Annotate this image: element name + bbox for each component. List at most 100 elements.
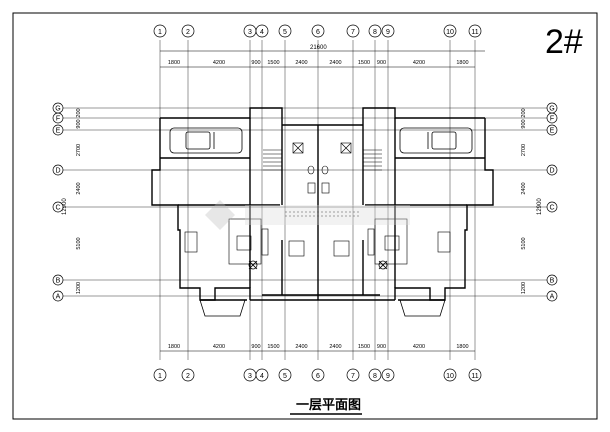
side-dimension: 5100 — [76, 237, 82, 249]
axis-bubble-col: 10 — [443, 368, 457, 382]
axis-bubble-row: A — [52, 290, 64, 302]
axis-label: 1 — [158, 29, 162, 36]
dimension-labels: 1800 4200 900 1500 2400 2400 1500 900 4200 1800 18… — [76, 60, 527, 352]
top-dimension: 4200 — [413, 60, 425, 66]
sheet-border — [12, 12, 598, 420]
sofa-icon — [184, 218, 451, 265]
axis-label: 11 — [471, 29, 478, 36]
axis-bubble-col: 3 — [243, 24, 257, 38]
vertical-overall-dim-right: 12900 — [537, 198, 543, 215]
top-dimension: 1500 — [267, 60, 279, 66]
axis-bubble-col: 10 — [443, 24, 457, 38]
axis-bubble-col: 3 — [243, 368, 257, 382]
axis-label: D — [55, 168, 60, 175]
side-dimension: 900 — [521, 119, 527, 128]
axis-label: F — [550, 116, 554, 123]
axis-bubble-row: C — [546, 201, 558, 213]
side-dimension: 5100 — [521, 237, 527, 249]
side-dimension: 2400 — [521, 182, 527, 194]
side-dimension: 2700 — [76, 144, 82, 156]
axis-bubble-col: 7 — [346, 368, 360, 382]
side-dimension: 200 — [76, 108, 82, 117]
vertical-overall-dim-left: 12900 — [62, 198, 68, 215]
axis-label: 8 — [373, 29, 377, 36]
axis-bubble-row: D — [52, 164, 64, 176]
axis-label: B — [56, 278, 61, 285]
axis-label: A — [550, 294, 555, 301]
axis-label: 9 — [386, 373, 390, 380]
side-dimension: 1200 — [76, 282, 82, 294]
axis-label: D — [549, 168, 554, 175]
top-dimension: 2400 — [295, 60, 307, 66]
axis-label: 6 — [316, 373, 320, 380]
top-dimension: 900 — [377, 60, 386, 66]
axis-bubble-col: 5 — [278, 368, 292, 382]
axis-bubble-col: 4 — [255, 24, 269, 38]
axis-label: 9 — [386, 29, 390, 36]
axis-bubble-col: 8 — [368, 368, 382, 382]
bottom-dimension: 1800 — [168, 344, 180, 350]
top-dimension: 1500 — [358, 60, 370, 66]
axis-bubble-col: 9 — [381, 368, 395, 382]
building-outline — [151, 107, 494, 301]
bottom-dimension: 2400 — [329, 344, 341, 350]
axis-bubble-row: A — [546, 290, 558, 302]
axis-bubble-col: 11 — [468, 368, 482, 382]
car-icon — [399, 127, 473, 154]
axis-label: 5 — [283, 29, 287, 36]
bottom-dimension: 1500 — [267, 344, 279, 350]
axis-label: 10 — [446, 373, 454, 380]
axis-bubble-row: G — [52, 102, 64, 114]
axis-label: E — [550, 128, 555, 135]
axis-label: 7 — [351, 29, 355, 36]
top-dimension: 1800 — [456, 60, 468, 66]
axis-label: E — [56, 128, 61, 135]
sheet-number: 2# — [545, 23, 583, 61]
axis-bubble-row: B — [546, 274, 558, 286]
side-dimension: 2700 — [521, 144, 527, 156]
axis-label: 2 — [186, 373, 190, 380]
axis-label: C — [55, 205, 60, 212]
axis-bubble-col: 6 — [311, 368, 325, 382]
plant-icon — [248, 260, 388, 270]
axis-label: A — [56, 294, 61, 301]
axis-bubble-col: 2 — [181, 368, 195, 382]
top-dimension: 1800 — [168, 60, 180, 66]
axis-bubble-row: E — [52, 124, 64, 136]
axis-bubble-col: 9 — [381, 24, 395, 38]
axis-label: 5 — [283, 373, 287, 380]
axis-bubble-row: F — [52, 112, 64, 124]
top-dimension: 2400 — [329, 60, 341, 66]
axis-label: C — [549, 205, 554, 212]
axis-label: G — [549, 106, 554, 113]
bay-window — [199, 299, 446, 317]
axis-bubble-row: F — [546, 112, 558, 124]
axis-label: 6 — [316, 29, 320, 36]
axis-label: F — [56, 116, 60, 123]
axis-label: 7 — [351, 373, 355, 380]
axis-label: 4 — [260, 29, 264, 36]
axis-label: B — [550, 278, 555, 285]
axis-label: 11 — [471, 373, 478, 380]
car-icon — [169, 127, 243, 154]
axis-label: 4 — [260, 373, 264, 380]
drawing-title: 一层平面图 — [296, 397, 361, 412]
axis-label: 3 — [248, 29, 252, 36]
stair-icon — [263, 149, 382, 217]
axis-bubble-col: 2 — [181, 24, 195, 38]
toilet-icon — [292, 142, 352, 194]
axis-bubble-col: 8 — [368, 24, 382, 38]
axis-bubble-row: G — [546, 102, 558, 114]
overall-dimension: 21600 — [310, 45, 327, 51]
axis-label: 3 — [248, 373, 252, 380]
axis-bubble-col: 7 — [346, 24, 360, 38]
axis-bubble-col: 1 — [153, 368, 167, 382]
axis-bubble-row: C — [52, 201, 64, 213]
side-dimension: 2400 — [76, 182, 82, 194]
side-dimension: 900 — [76, 119, 82, 128]
bottom-dimension: 4200 — [213, 344, 225, 350]
axis-bubble-row: D — [546, 164, 558, 176]
bottom-dimension: 900 — [377, 344, 386, 350]
